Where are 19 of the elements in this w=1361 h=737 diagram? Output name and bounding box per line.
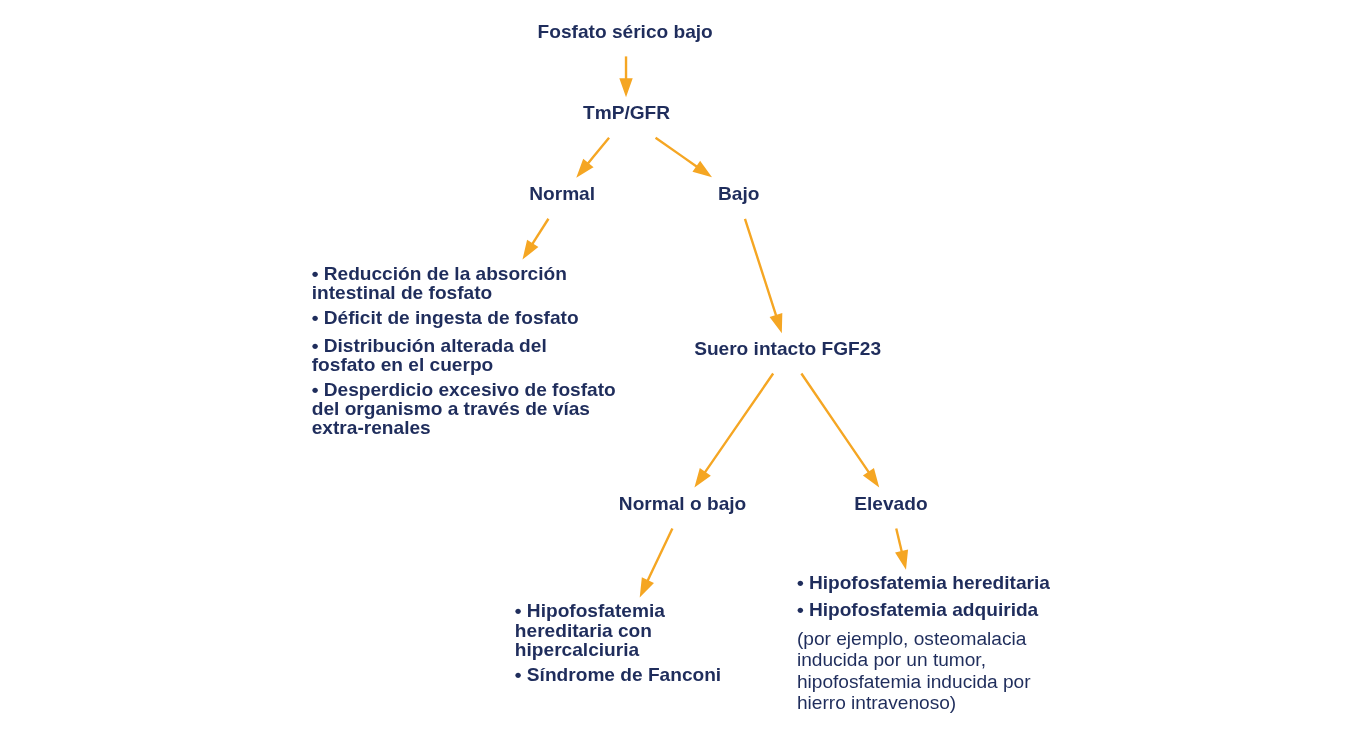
- arrow: [693, 372, 774, 488]
- arrow: [639, 527, 673, 598]
- arrow: [799, 372, 879, 488]
- arrow: [522, 218, 549, 260]
- arrow: [894, 528, 908, 570]
- node-text: Normal o bajo: [618, 492, 746, 514]
- node-text: Elevado: [853, 492, 928, 514]
- node-text: Suero intacto FGF23: [693, 338, 881, 360]
- node-text: Normal: [528, 183, 595, 205]
- node-text: Fosfato sérico bajo: [537, 20, 713, 42]
- arrow: [743, 218, 782, 334]
- arrow: [654, 136, 712, 178]
- node-text: • Hipofosfatemia hereditaria con hipercalciuria • Síndrome de Fanconi: [514, 600, 721, 685]
- arrow: [618, 56, 633, 98]
- node-text: TmP/GFR: [582, 102, 670, 124]
- arrow: [575, 136, 610, 178]
- node-text: • Hipofosfatemia hereditaria • Hipofosfatemia adquirida (por ejemplo, osteomalacia inducida por un tumor, hipofosfatemia inducida por hierro intravenoso): [796, 571, 1050, 714]
- node-text: Bajo: [717, 183, 759, 205]
- node-text: • Reducción de la absorción intestinal de fosfato • Déficit de ingesta de fosfato • Distribución alterada del fosfato en el cuerpo • Desperdicio excesivo de fosfato del organismo a través de vías extra-renales: [311, 262, 616, 438]
